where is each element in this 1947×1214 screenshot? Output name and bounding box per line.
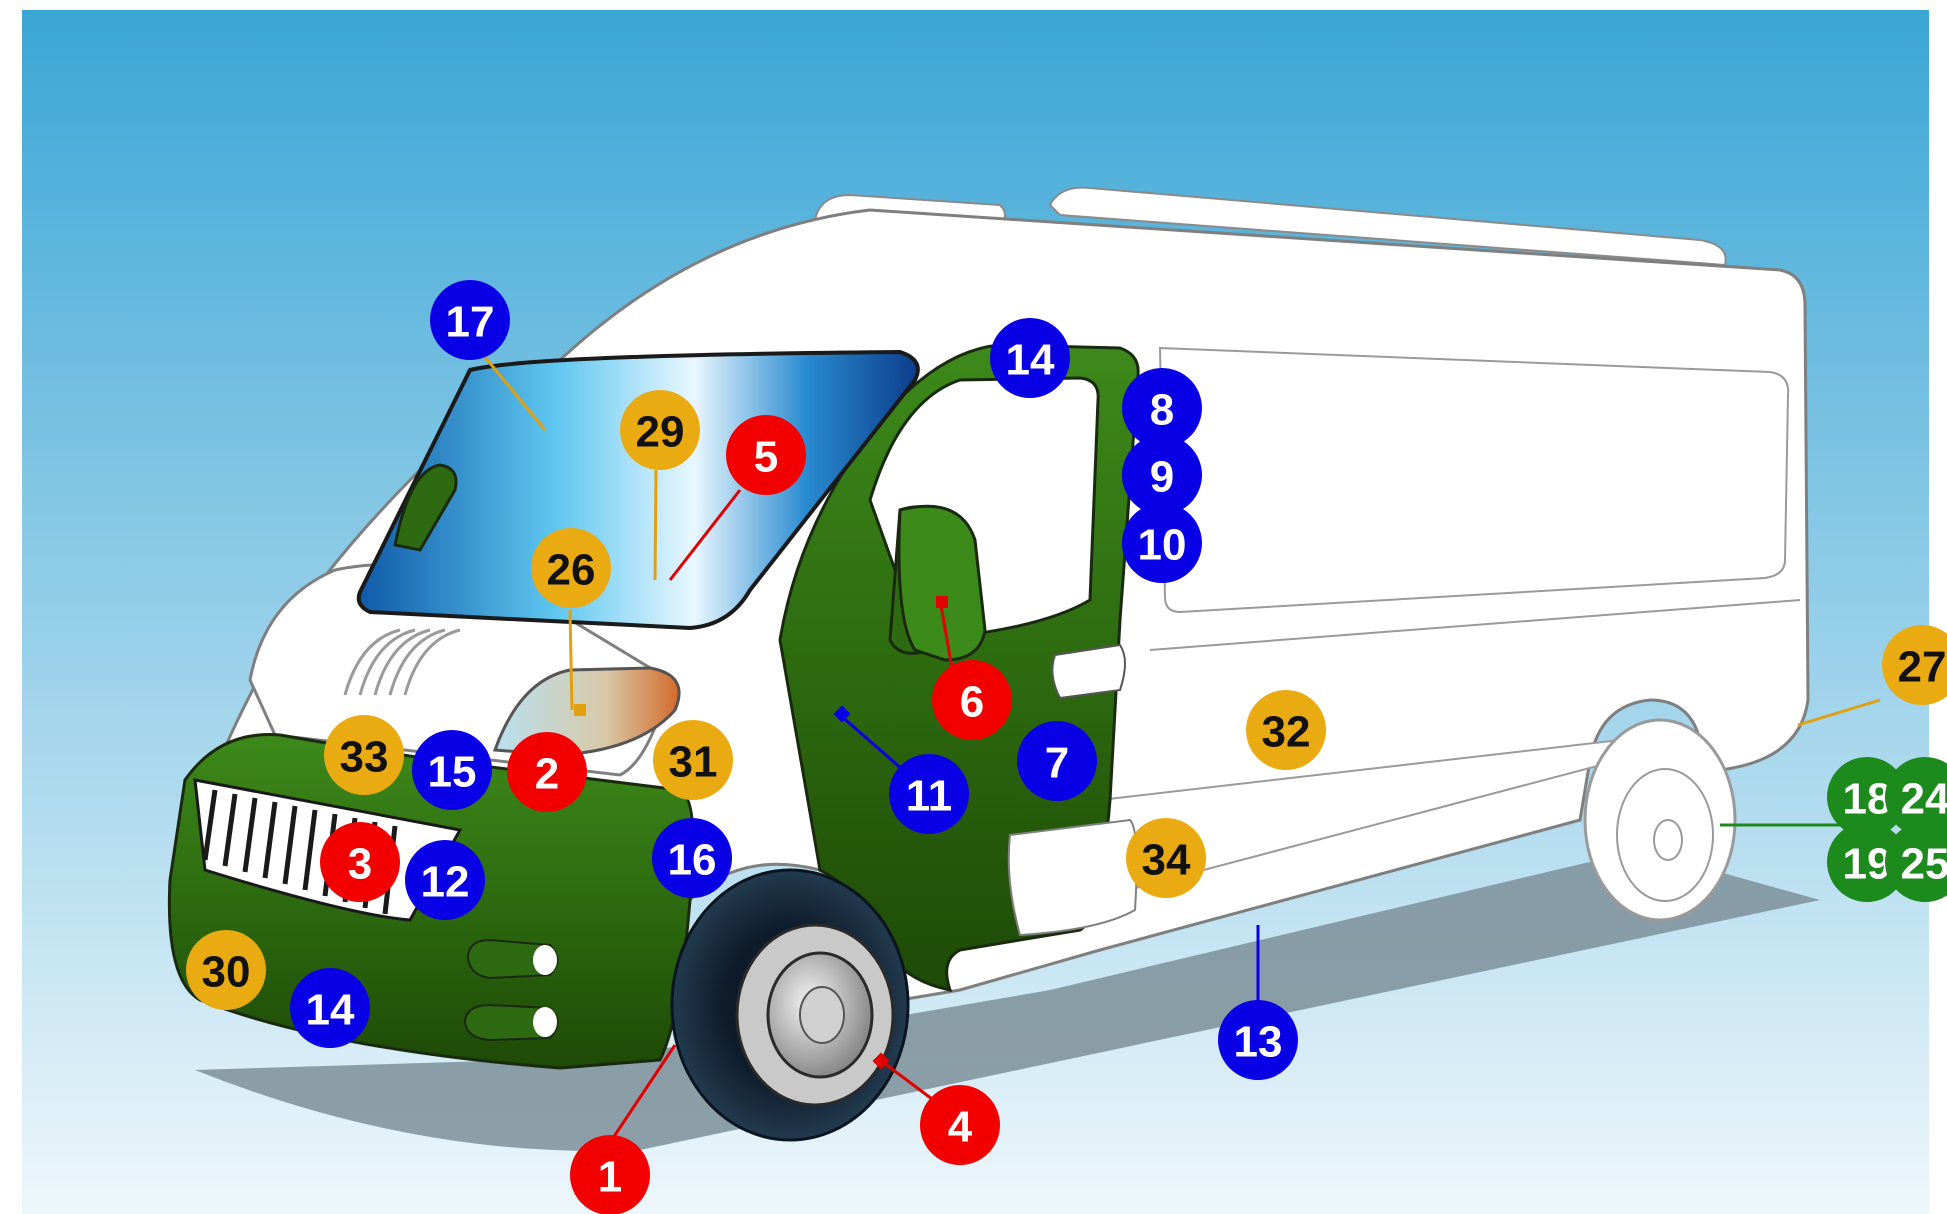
marker-14-bumper-label: 14 — [306, 986, 355, 1035]
marker-15: 15 — [412, 730, 492, 810]
marker-17-label: 17 — [446, 298, 495, 347]
marker-29-label: 29 — [636, 408, 685, 457]
marker-14-door: 14 — [990, 318, 1070, 398]
side-step-panel — [1009, 820, 1137, 935]
marker-3: 3 — [320, 822, 400, 902]
marker-26-label: 26 — [547, 546, 596, 595]
marker-4-label: 4 — [948, 1103, 973, 1152]
marker-5-label: 5 — [754, 433, 778, 482]
wing-mirror — [890, 506, 985, 660]
marker-33: 33 — [324, 715, 404, 795]
marker-1-label: 1 — [598, 1153, 622, 1202]
marker-25-label: 25 — [1901, 840, 1947, 889]
marker-16-label: 16 — [668, 836, 717, 885]
marker-15-label: 15 — [428, 748, 477, 797]
marker-24-label: 24 — [1901, 775, 1947, 824]
marker-2: 2 — [507, 732, 587, 812]
side-window-panel — [1160, 348, 1788, 612]
marker-2-label: 2 — [535, 750, 559, 799]
marker-31: 31 — [653, 720, 733, 800]
front-wheel — [672, 870, 908, 1140]
marker-11: 11 — [889, 754, 969, 834]
marker-13-label: 13 — [1234, 1018, 1283, 1067]
marker-18-label: 18 — [1843, 775, 1892, 824]
marker-1: 1 — [570, 1135, 650, 1214]
marker-5: 5 — [726, 415, 806, 495]
marker-4: 4 — [920, 1085, 1000, 1165]
marker-6: 6 — [932, 660, 1012, 740]
marker-30-label: 30 — [202, 948, 251, 997]
marker-30: 30 — [186, 930, 266, 1010]
marker-7: 7 — [1017, 721, 1097, 801]
marker-34: 34 — [1126, 818, 1206, 898]
marker-11-label: 11 — [906, 772, 953, 821]
marker-7-label: 7 — [1045, 739, 1069, 788]
rear-wheel — [1585, 720, 1735, 920]
marker-14-bumper: 14 — [290, 968, 370, 1048]
marker-27-label: 27 — [1898, 643, 1947, 692]
marker-13: 13 — [1218, 1000, 1298, 1080]
marker-3-label: 3 — [348, 840, 372, 889]
marker-8-label: 8 — [1150, 386, 1174, 435]
marker-10: 10 — [1122, 503, 1202, 583]
marker-32: 32 — [1246, 690, 1326, 770]
marker-17: 17 — [430, 280, 510, 360]
door-handle — [1052, 645, 1125, 698]
marker-31-label: 31 — [669, 738, 718, 787]
marker-33-label: 33 — [340, 733, 389, 782]
marker-34-label: 34 — [1142, 836, 1191, 885]
marker-6-label: 6 — [960, 678, 984, 727]
marker-16: 16 — [652, 818, 732, 898]
marker-32-label: 32 — [1262, 708, 1311, 757]
marker-29: 29 — [620, 390, 700, 470]
marker-12-label: 12 — [421, 858, 470, 907]
marker-10-label: 10 — [1138, 521, 1187, 570]
marker-14-door-label: 14 — [1006, 336, 1055, 385]
marker-26: 26 — [531, 528, 611, 608]
marker-12: 12 — [405, 840, 485, 920]
marker-19-label: 19 — [1843, 840, 1892, 889]
marker-9-label: 9 — [1150, 453, 1174, 502]
